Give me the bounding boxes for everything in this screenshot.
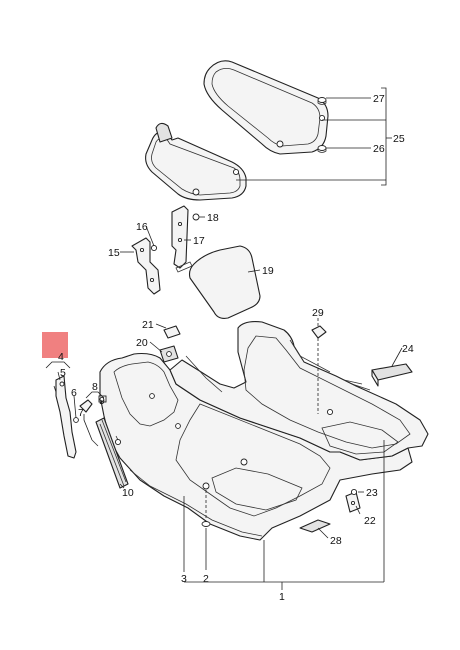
callout-25: 25 [393, 133, 405, 145]
rear-floor-mat [203, 60, 329, 155]
insulation-pad [188, 245, 261, 319]
callout-28: 28 [330, 535, 342, 547]
callout-20: 20 [136, 337, 148, 349]
callout-2: 2 [203, 573, 209, 585]
callout-24: 24 [402, 343, 414, 355]
callout-17: 17 [193, 235, 205, 247]
mat-clip-26 [317, 145, 327, 153]
callout-23: 23 [366, 487, 378, 499]
callout-10: 10 [122, 487, 134, 499]
callout-9: 9 [99, 395, 105, 407]
floor-carpet [99, 321, 429, 541]
strip-28 [299, 519, 331, 533]
callout-1: 1 [279, 591, 285, 603]
callout-6: 6 [71, 387, 77, 399]
leader-lines [45, 87, 403, 590]
front-floor-mat [145, 122, 247, 201]
screw-23 [350, 488, 358, 496]
sill-trim-parts [55, 375, 129, 489]
callout-16: 16 [136, 221, 148, 233]
callout-21: 21 [142, 319, 154, 331]
highlight-marker [42, 332, 68, 358]
callout-15: 15 [108, 247, 120, 259]
callout-26: 26 [373, 143, 385, 155]
callout-labels: 1 2 3 4 5 6 7 8 9 10 15 16 17 18 19 20 2… [58, 93, 414, 603]
pad-24 [371, 363, 413, 387]
callout-4: 4 [58, 351, 64, 363]
callout-8: 8 [92, 381, 98, 393]
callout-7: 7 [78, 407, 84, 419]
callout-19: 19 [262, 265, 274, 277]
callout-27: 27 [373, 93, 385, 105]
callout-29: 29 [312, 307, 324, 319]
plug-2 [201, 521, 211, 527]
mounting-bracket [131, 205, 200, 295]
callout-18: 18 [207, 212, 219, 224]
clip-29 [311, 325, 327, 339]
clip-20 [159, 345, 179, 363]
callout-5: 5 [60, 367, 66, 379]
callout-22: 22 [364, 515, 376, 527]
clip-21 [163, 325, 181, 339]
callout-3: 3 [181, 573, 187, 585]
mat-clip-27 [317, 97, 327, 105]
